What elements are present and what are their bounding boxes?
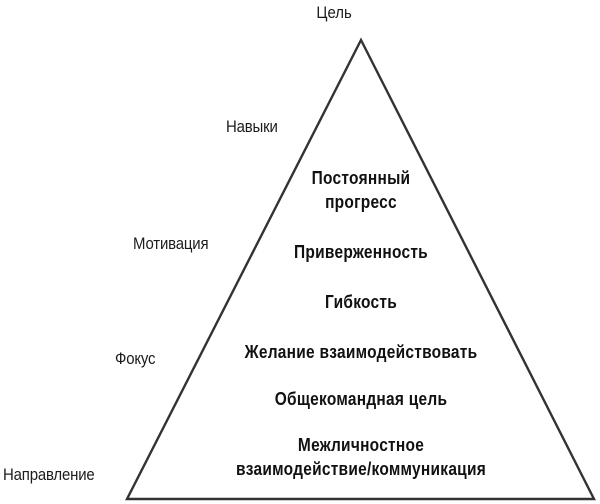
side-label-focus: Фокус [115, 349, 156, 368]
side-label-direction: Направление [3, 465, 95, 484]
tier-line: Общекомандная цель [274, 389, 448, 409]
tier-line: Приверженность [294, 242, 428, 262]
tier-line: прогресс [325, 192, 397, 212]
tier-line: Постоянный [311, 168, 411, 188]
tier-line: Межличностное [297, 435, 425, 455]
tier-constant-progress: Постоянный прогресс [206, 166, 516, 214]
side-label-skills: Навыки [226, 117, 278, 136]
tier-willingness-to-interact: Желание взаимодействовать [206, 340, 516, 364]
tier-line: Гибкость [324, 292, 398, 312]
side-label-motivation: Мотивация [133, 234, 209, 253]
tier-flexibility: Гибкость [206, 290, 516, 314]
apex-label: Цель [316, 3, 352, 22]
tier-line: Желание взаимодействовать [244, 342, 478, 362]
tier-common-team-goal: Общекомандная цель [206, 387, 516, 411]
tier-line: взаимодействие/коммуникация [235, 459, 487, 479]
tier-interpersonal-communication: Межличностное взаимодействие/коммуникаци… [206, 433, 516, 481]
tier-commitment: Приверженность [206, 240, 516, 264]
